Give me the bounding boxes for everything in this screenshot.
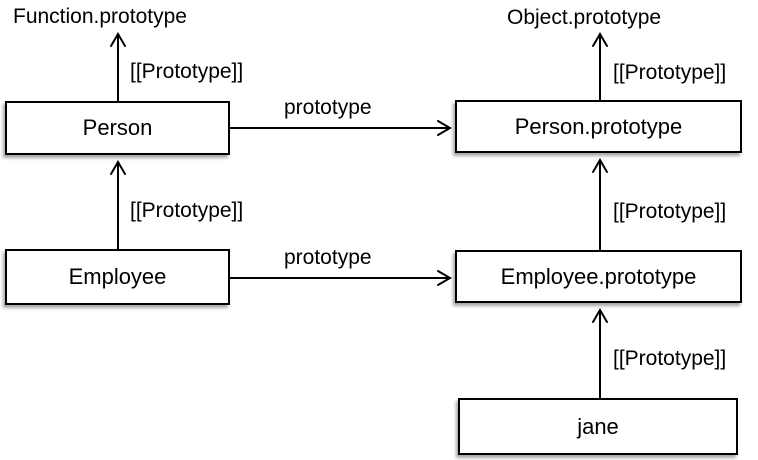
node-employee-prototype: Employee.prototype [455, 250, 742, 303]
edge-label-employee-to-person: [[Prototype]] [130, 199, 244, 222]
node-person-prototype: Person.prototype [455, 100, 742, 153]
node-jane: jane [458, 398, 738, 455]
node-employee: Employee [5, 249, 230, 305]
arrow-employee-to-person [110, 160, 126, 250]
arrow-person-to-person-prototype [229, 120, 452, 136]
edge-label-jane-to-employee-prototype: [[Prototype]] [613, 347, 727, 370]
function-prototype-label: Function.prototype [13, 5, 187, 28]
arrow-employee-to-employee-prototype [229, 270, 452, 286]
arrow-person-to-function-prototype [110, 32, 126, 102]
edge-label-employee-prototype-property: prototype [284, 246, 372, 269]
edge-label-person-to-function-prototype: [[Prototype]] [130, 60, 244, 83]
arrow-employee-prototype-to-person-prototype [592, 158, 608, 251]
edge-label-person-prototype-to-object-prototype: [[Prototype]] [613, 61, 727, 84]
arrow-person-prototype-to-object-prototype [592, 32, 608, 101]
edge-label-person-prototype-property: prototype [284, 96, 372, 119]
node-person: Person [5, 101, 230, 155]
arrow-jane-to-employee-prototype [592, 308, 608, 399]
object-prototype-label: Object.prototype [507, 6, 662, 29]
edge-label-employee-prototype-to-person-prototype: [[Prototype]] [613, 200, 727, 223]
